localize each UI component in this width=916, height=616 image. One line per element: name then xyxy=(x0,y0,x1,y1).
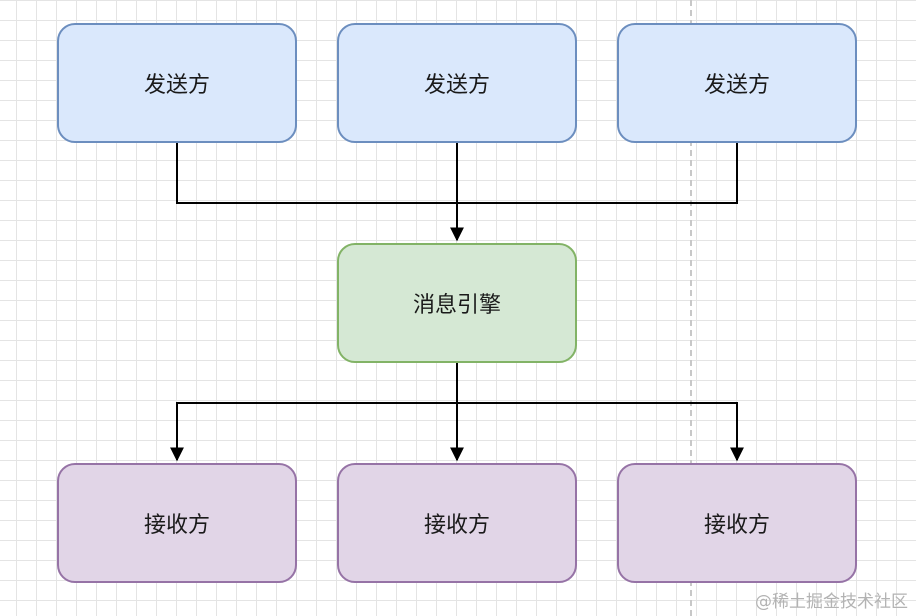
sender-node-2[interactable]: 发送方 xyxy=(337,23,577,143)
receiver-label: 接收方 xyxy=(143,513,210,538)
sender-label: 发送方 xyxy=(423,73,490,98)
watermark: @稀土掘金技术社区 xyxy=(755,592,908,612)
receiver-label: 接收方 xyxy=(423,513,490,538)
edge-engine-receiver-3 xyxy=(457,402,744,462)
page-break-guide xyxy=(690,0,692,616)
receiver-node-2[interactable]: 接收方 xyxy=(337,463,577,583)
edge-sender-3-engine xyxy=(457,143,738,204)
sender-node-3[interactable]: 发送方 xyxy=(617,23,857,143)
receiver-node-3[interactable]: 接收方 xyxy=(617,463,857,583)
edge-engine-receiver-1 xyxy=(170,363,458,462)
sender-node-1[interactable]: 发送方 xyxy=(57,23,297,143)
edge-sender-1-engine xyxy=(176,143,457,204)
sender-label: 发送方 xyxy=(703,73,770,98)
receiver-label: 接收方 xyxy=(703,513,770,538)
receiver-node-1[interactable]: 接收方 xyxy=(57,463,297,583)
engine-label: 消息引擎 xyxy=(412,293,501,318)
message-engine-node[interactable]: 消息引擎 xyxy=(337,243,577,363)
sender-label: 发送方 xyxy=(143,73,210,98)
